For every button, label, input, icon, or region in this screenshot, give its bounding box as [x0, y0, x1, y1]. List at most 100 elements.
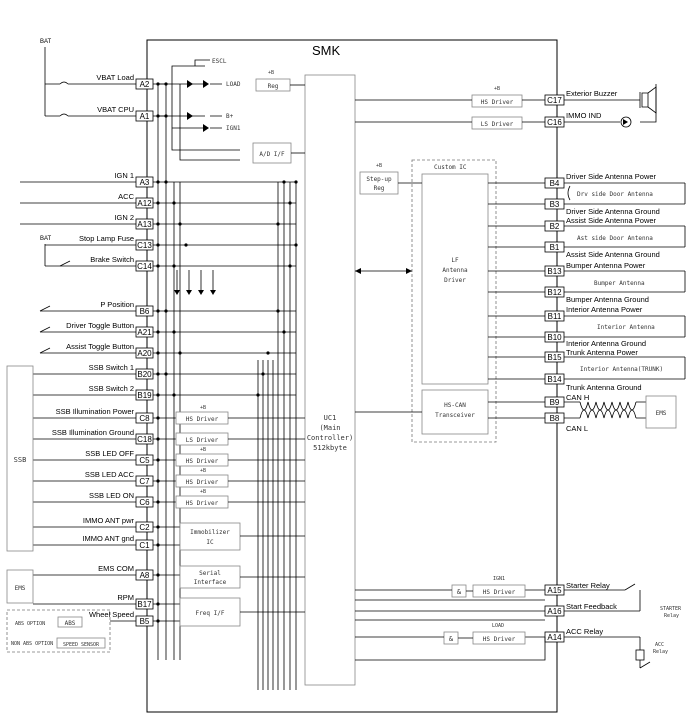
abs-label: ABS: [65, 620, 76, 627]
svg-text:Driver Side Antenna Ground: Driver Side Antenna Ground: [566, 207, 660, 216]
bat-mid-label: BAT: [40, 236, 52, 242]
svg-text:Bumper Antenna Ground: Bumper Antenna Ground: [566, 295, 649, 304]
svg-text:C14: C14: [137, 262, 152, 271]
svg-text:IMMO ANT pwr: IMMO ANT pwr: [83, 516, 135, 525]
svg-text:Interior Antenna Power: Interior Antenna Power: [566, 305, 643, 314]
svg-text:SSB LED ACC: SSB LED ACC: [85, 470, 135, 479]
svg-text:B17: B17: [137, 600, 152, 609]
pin-B11: B11 Interior Antenna Power: [488, 305, 685, 322]
svg-text:Drv side Door Antenna: Drv side Door Antenna: [577, 191, 653, 198]
uc1-label-4: 512kbyte: [313, 444, 347, 452]
lf-label-2: Antenna: [442, 267, 468, 274]
and-gate-starter-label: &: [457, 588, 462, 596]
svg-text:SSB Illumination Ground: SSB Illumination Ground: [52, 428, 134, 437]
svg-text:SSB Illumination Power: SSB Illumination Power: [56, 407, 135, 416]
ssb-box: [6, 365, 34, 552]
svg-text:A3: A3: [140, 178, 150, 187]
svg-text:B14: B14: [547, 375, 562, 384]
svg-text:Driver Toggle Button: Driver Toggle Button: [66, 321, 134, 330]
bat-feeds: [45, 83, 135, 117]
acc-logic-wires: [355, 636, 546, 661]
switch-symbols: [39, 260, 71, 354]
antenna-ast-door: Ast side Door Antenna: [577, 226, 686, 247]
svg-text:C5: C5: [139, 456, 150, 465]
power-arrows: [210, 83, 222, 129]
driver-c6: HS Driver: [175, 495, 305, 509]
svg-text:A16: A16: [547, 607, 562, 616]
diode-b: [203, 80, 209, 88]
buzzer-return: [640, 84, 657, 123]
svg-text:IMMO ANT gnd: IMMO ANT gnd: [82, 534, 134, 543]
svg-text:B3: B3: [550, 200, 560, 209]
acc-relay-coil: [635, 649, 645, 661]
ssb-drivers: HS Driver LS Driver HS Driver HS Driver …: [175, 411, 305, 509]
svg-text:B11: B11: [548, 312, 562, 321]
svg-text:A21: A21: [137, 328, 152, 337]
reg-plusb: +B: [268, 70, 274, 76]
svg-text:Trunk Antenna Ground: Trunk Antenna Ground: [566, 383, 642, 392]
svg-text:VBAT Load: VBAT Load: [96, 73, 134, 82]
pin-A1: A1 VBAT CPU: [97, 105, 166, 122]
svg-text:B9: B9: [550, 398, 560, 407]
ssb-label: SSB: [14, 456, 27, 464]
left-junction-dots: [156, 82, 298, 623]
svg-text:IMMO IND: IMMO IND: [566, 111, 602, 120]
svg-text:+B: +B: [200, 468, 206, 474]
buzzer-hs-driver: [471, 94, 523, 108]
svg-text:C17: C17: [547, 96, 562, 105]
immo-ind-ls-driver: [471, 116, 523, 130]
svg-text:C2: C2: [139, 523, 150, 532]
and-gate-acc-label: &: [449, 635, 454, 643]
svg-text:HS Driver: HS Driver: [186, 479, 219, 486]
driver-c7: HS Driver: [175, 474, 305, 488]
svg-text:B12: B12: [547, 288, 562, 297]
svg-text:Start Feedback: Start Feedback: [566, 602, 617, 611]
abs-option-label: ABS OPTION: [15, 621, 45, 627]
driver-c18: LS Driver: [175, 432, 305, 446]
svg-text:Wheel Speed: Wheel Speed: [89, 610, 134, 619]
svg-text:A1: A1: [140, 112, 150, 121]
uc-to-custom-links: [355, 270, 422, 413]
svg-text:B1: B1: [550, 243, 560, 252]
acc-relay-label-2: Relay: [653, 649, 668, 655]
svg-text:C18: C18: [137, 435, 152, 444]
acc-driver-label: HS Driver: [483, 636, 516, 643]
svg-text:A12: A12: [137, 199, 152, 208]
abs-option-box: [6, 609, 111, 653]
svg-text:HS Driver: HS Driver: [186, 416, 219, 423]
svg-text:ACC: ACC: [118, 192, 134, 201]
svg-text:Interior Antenna: Interior Antenna: [597, 324, 655, 331]
svg-text:A15: A15: [547, 586, 562, 595]
immobilizer-label-2: IC: [206, 539, 214, 546]
uc1-block: [304, 74, 356, 686]
left-bus-lines: [157, 84, 181, 660]
svg-text:VBAT CPU: VBAT CPU: [97, 105, 134, 114]
stepup-plusb: +B: [376, 163, 382, 169]
svg-text:HS Driver: HS Driver: [186, 458, 219, 465]
buzzer-icon: [641, 86, 657, 114]
svg-text:Stop Lamp Fuse: Stop Lamp Fuse: [79, 234, 134, 243]
module-title: SMK: [312, 43, 341, 58]
lf-label-3: Driver: [444, 277, 466, 284]
pin-B6: B6P Position: [40, 300, 296, 317]
ems-left-box: [6, 569, 34, 604]
uc1-input-bus: [257, 182, 297, 690]
svg-text:Brake Switch: Brake Switch: [90, 255, 134, 264]
speed-sensor-box: [56, 637, 106, 649]
svg-text:Assist Side Antenna Power: Assist Side Antenna Power: [566, 216, 657, 225]
